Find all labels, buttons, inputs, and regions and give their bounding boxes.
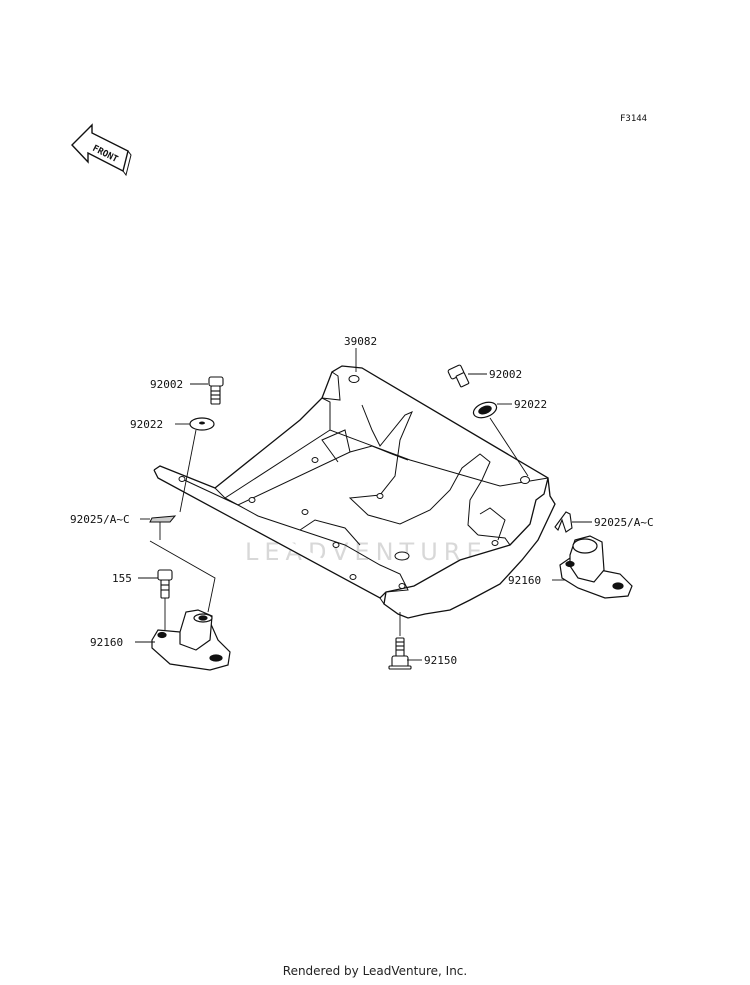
label-92022-right: 92022: [514, 398, 547, 411]
label-92150: 92150: [424, 654, 457, 667]
clip-right-icon: [554, 511, 573, 533]
label-39082: 39082: [344, 335, 377, 348]
label-92025-right: 92025/A~C: [594, 516, 654, 529]
leader-lines: [135, 348, 592, 661]
frame-detail: [179, 371, 549, 605]
front-arrow-icon: FRONT: [71, 123, 132, 177]
bolt-155-icon: [157, 569, 173, 599]
frame-holes: [178, 375, 530, 589]
bolt-bottom-icon: [388, 637, 412, 670]
bolt-right-icon: [447, 364, 470, 388]
label-92002-left: 92002: [150, 378, 183, 391]
label-155: 155: [112, 572, 132, 585]
frame-plate: [153, 365, 556, 619]
label-92002-right: 92002: [489, 368, 522, 381]
label-92022-left: 92022: [130, 418, 163, 431]
footer-credit: Rendered by LeadVenture, Inc.: [283, 964, 467, 978]
clip-left-icon: [149, 515, 177, 523]
mount-left-icon: [151, 609, 231, 671]
bolt-left-icon: [208, 376, 224, 405]
label-92160-left: 92160: [90, 636, 123, 649]
mount-right-icon: [559, 535, 633, 599]
label-92025-left: 92025/A~C: [70, 513, 130, 526]
label-92160-right: 92160: [508, 574, 541, 587]
washer-left-icon: [189, 417, 215, 431]
washer-right-icon: [472, 401, 498, 419]
figure-code: F3144: [620, 114, 647, 124]
